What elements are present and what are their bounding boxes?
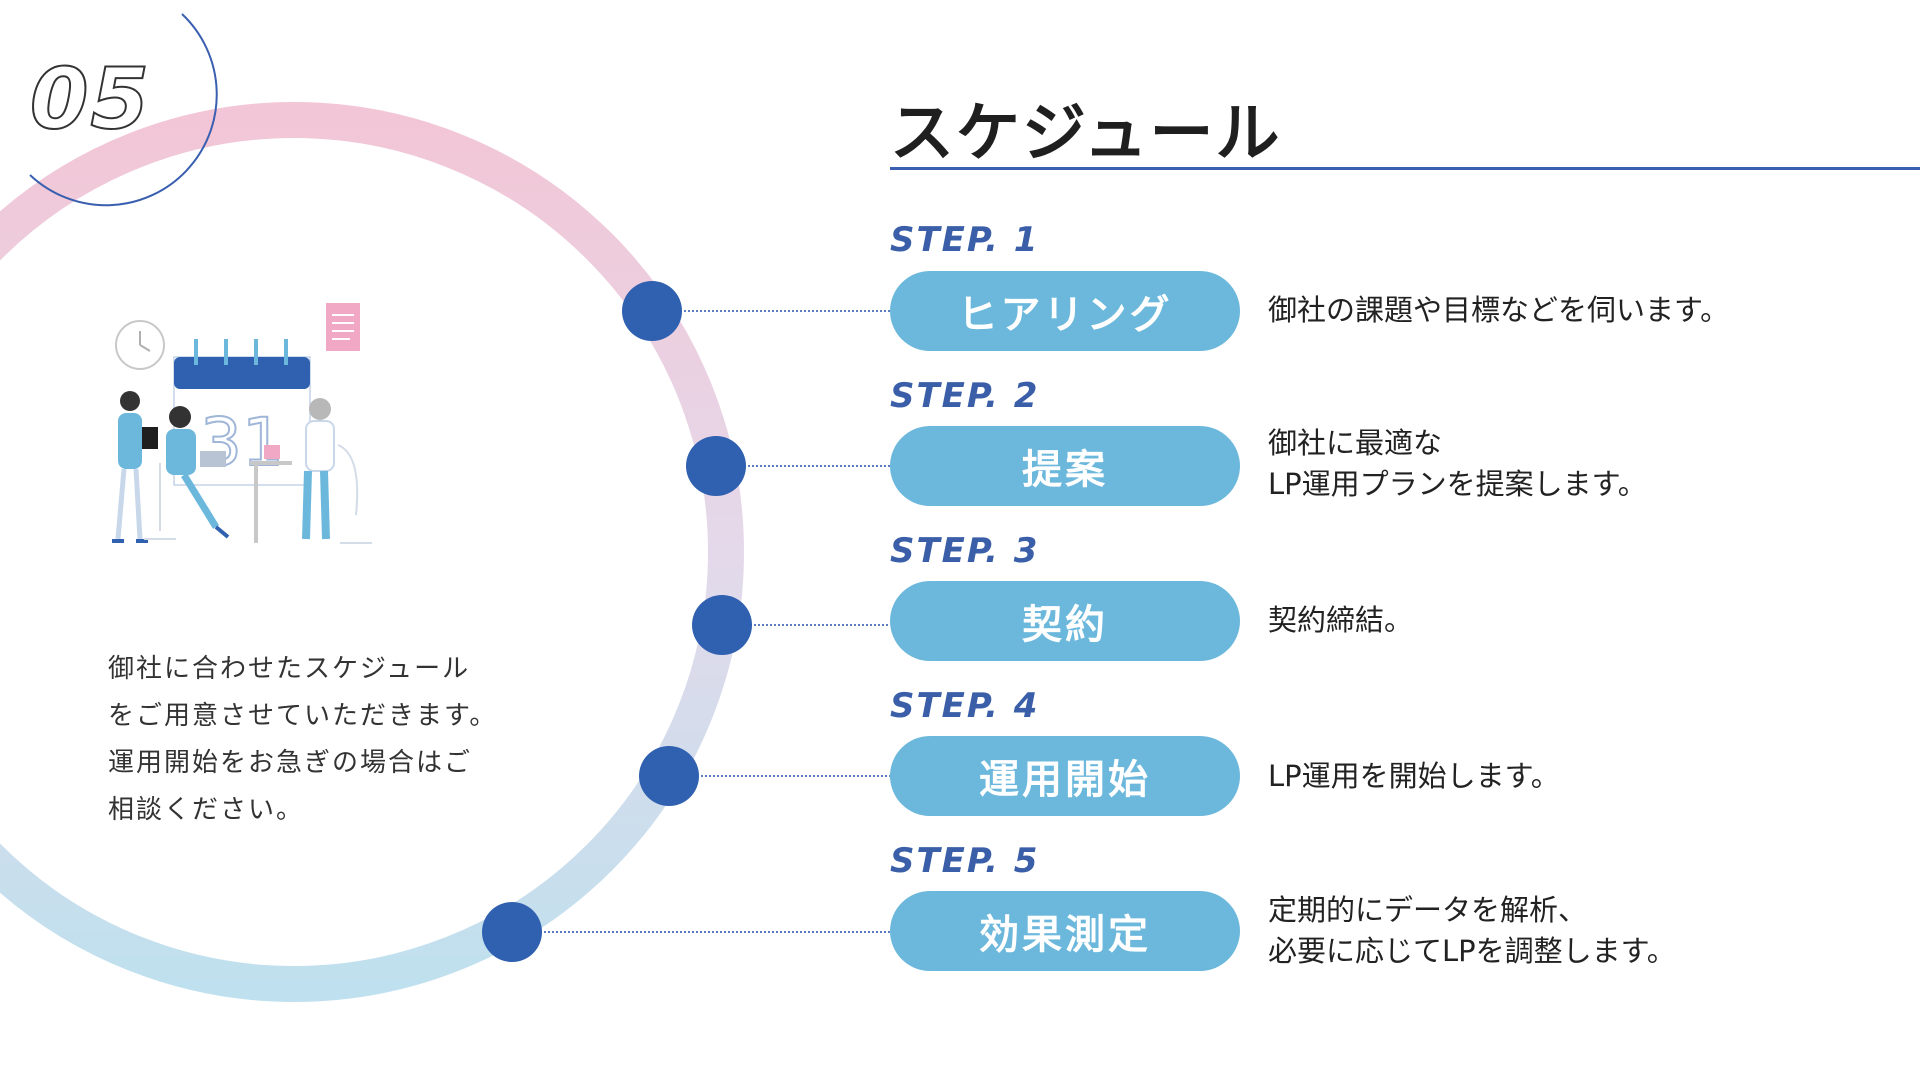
step-description-4: LP運用を開始します。 <box>1268 759 1560 793</box>
calendar-day: 31 <box>200 404 284 481</box>
step-description-3: 契約締結。 <box>1268 603 1414 637</box>
step-description-5: 定期的にデータを解析、 必要に応じてLPを調整します。 <box>1268 893 1676 968</box>
step-pill-label-3: 契約 <box>1022 602 1108 648</box>
step-pill-2: 提案 <box>890 426 1240 506</box>
step-pill-1: ヒアリング <box>890 271 1240 351</box>
step-pill-label-2: 提案 <box>1022 447 1108 493</box>
step-description-1: 御社の課題や目標などを伺います。 <box>1268 293 1730 327</box>
step-label-4: STEP. 4 <box>890 686 1040 726</box>
timeline-dot-1 <box>622 281 682 341</box>
meeting-illustration: 31 <box>112 303 372 544</box>
timeline-dot-3 <box>692 595 752 655</box>
step-label-3: STEP. 3 <box>890 531 1040 571</box>
section-number: 05 <box>29 49 151 149</box>
document-icon <box>326 303 360 351</box>
timeline-dot-2 <box>686 436 746 496</box>
standing-person-figure <box>112 391 158 543</box>
step-label-1: STEP. 1 <box>890 220 1040 260</box>
seated-person-laptop-figure <box>144 406 230 540</box>
clock-icon <box>115 320 165 370</box>
intro-text: 御社に合わせたスケジュールをご用意させていただきます。運用開始をお急ぎの場合はご… <box>108 654 498 825</box>
timeline-dot-4 <box>639 746 699 806</box>
step-pill-5: 効果測定 <box>890 891 1240 971</box>
corner-arc <box>29 13 218 207</box>
gradient-ring <box>0 102 744 1002</box>
step-pill-label-4: 運用開始 <box>979 757 1151 803</box>
step-description-2: 御社に最適な LP運用プランを提案します。 <box>1268 426 1647 501</box>
timeline-dot-5 <box>482 902 542 962</box>
step-pill-label-1: ヒアリング <box>957 292 1173 338</box>
step-pill-4: 運用開始 <box>890 736 1240 816</box>
title-underline <box>890 167 1920 170</box>
desk-person-figure <box>250 398 372 544</box>
step-label-5: STEP. 5 <box>890 841 1040 881</box>
step-pill-3: 契約 <box>890 581 1240 661</box>
step-label-2: STEP. 2 <box>890 376 1040 416</box>
page-title: スケジュール <box>890 97 1282 171</box>
step-pill-label-5: 効果測定 <box>979 912 1151 958</box>
